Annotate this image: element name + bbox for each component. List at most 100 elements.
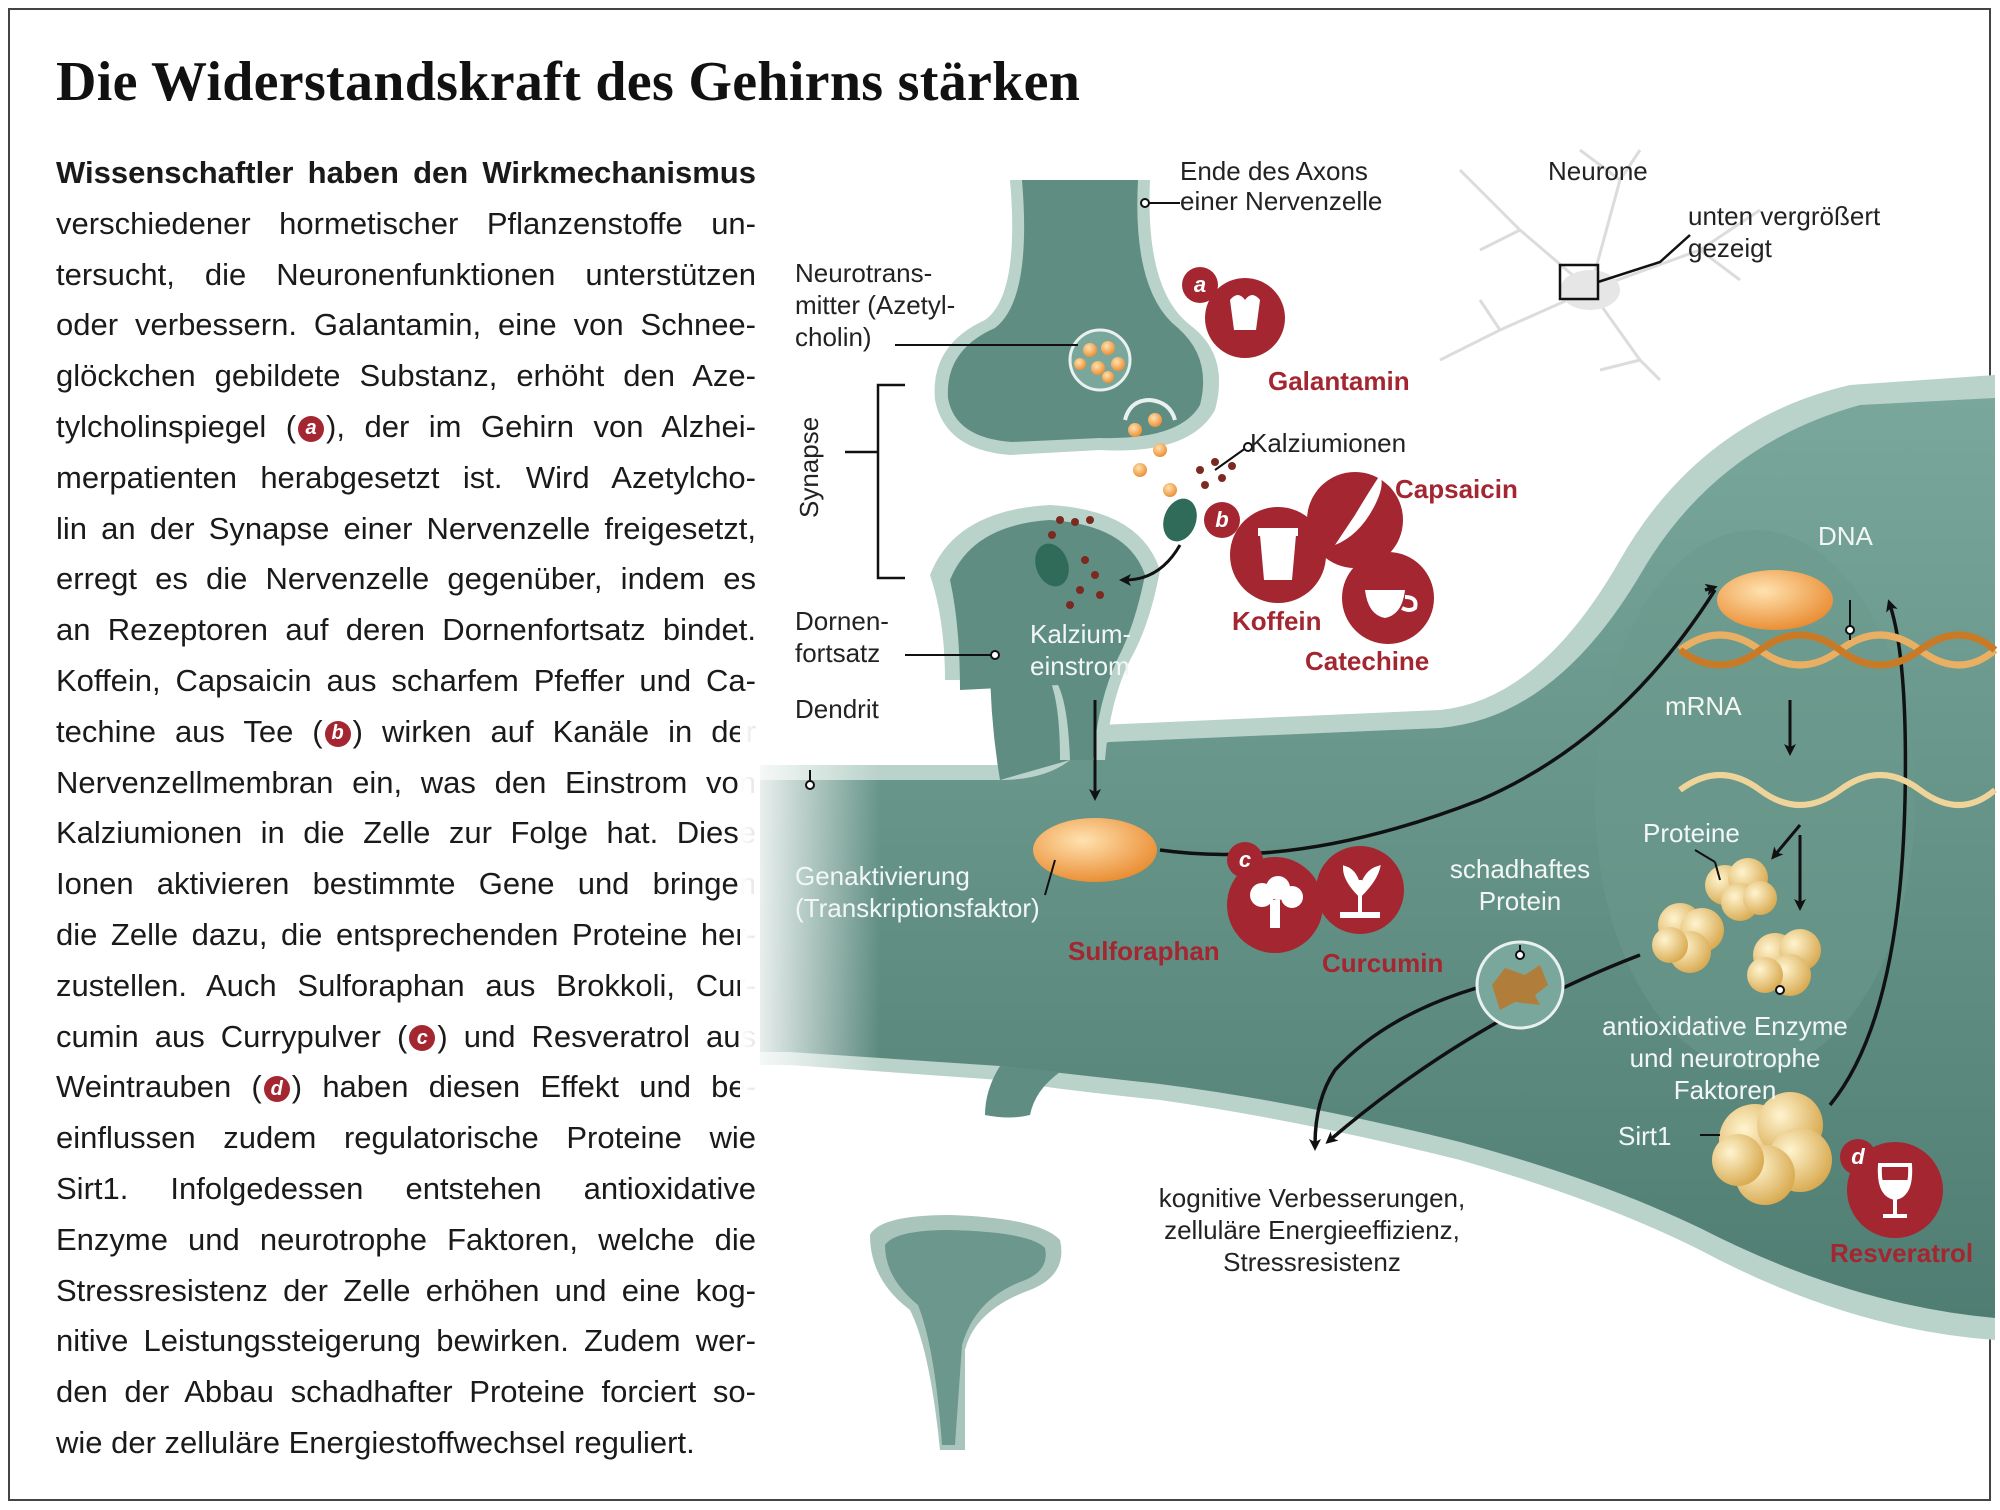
label-axon-end-2: einer Nervenzelle (1180, 186, 1382, 216)
label-enzyme-2: und neurotrophe (1630, 1043, 1821, 1073)
label-axon-end-1: Ende des Axons (1180, 156, 1368, 186)
label-outcome-1: kognitive Verbesserungen, (1159, 1183, 1465, 1213)
letter-badge-d: d (1840, 1139, 1876, 1175)
label-synapse: Synapse (794, 417, 824, 518)
label-dornenfortsatz-2: fortsatz (795, 638, 880, 668)
label-neurone: Neurone (1548, 156, 1648, 186)
body-line: Koffein, Capsaicin aus scharfem Pfeffer … (56, 662, 756, 698)
ref-badge-b: b (324, 720, 351, 747)
body-text: Wissenschaftler haben den Wirkmechanismu… (56, 148, 756, 1469)
transcription-factor-dna (1717, 570, 1833, 630)
mrna-protein-arrow (1771, 824, 1802, 860)
body-line: einflussen zudem regulatorische Proteine… (56, 1120, 756, 1156)
letter-badge-a: a (1182, 267, 1218, 303)
body-line: Sirt1. Infolgedessen entstehen antioxida… (56, 1170, 756, 1206)
transcription-factor (1033, 818, 1157, 882)
body-line: den der Abbau schadhafter Proteine forci… (56, 1374, 756, 1410)
body-line: cumin aus Currypulver (c) und Resveratro… (56, 1018, 756, 1054)
letter-badge-b: b (1204, 502, 1240, 538)
substance-resveratrol: Resveratrol (1830, 1238, 1973, 1268)
svg-text:a: a (1194, 272, 1206, 297)
calcium-ion-particles (1048, 458, 1236, 609)
vesicle (1068, 328, 1132, 392)
acetylcholin-particles (1074, 341, 1177, 497)
ref-badge-d: d (263, 1076, 290, 1103)
body-line: erregt es die Nervenzelle gegenüber, ind… (56, 561, 756, 597)
svg-text:d: d (1851, 1144, 1865, 1169)
synapse-bracket (876, 383, 905, 580)
mrna-strand (1678, 772, 1997, 808)
label-proteine: Proteine (1643, 818, 1740, 848)
body-line: Kalziumionen in die Zelle zur Folge hat.… (56, 815, 756, 851)
substance-capsaicin: Capsaicin (1395, 474, 1518, 504)
label-neurotransmitter-2: mitter (Azetyl- (795, 290, 955, 320)
label-dendrit: Dendrit (795, 694, 880, 724)
damaged-protein (1492, 965, 1548, 1010)
svg-text:c: c (1239, 847, 1251, 872)
body-line: Nervenzellmembran ein, was den Einstrom … (56, 764, 756, 800)
teacup-icon (1342, 552, 1434, 644)
channel-arrow (1119, 544, 1182, 586)
tf-arrow-head (1704, 583, 1718, 596)
substance-koffein: Koffein (1232, 606, 1322, 636)
label-schadhaftes-protein-2: Protein (1479, 886, 1561, 916)
body-line: techine aus Tee (b) wirken auf Kanäle in… (56, 713, 756, 749)
body-line: nitive Leistungssteigerung bewirken. Zud… (56, 1323, 756, 1359)
ref-badge-c: c (409, 1025, 436, 1052)
label-genaktivierung-1: Genaktivierung (795, 861, 970, 891)
page-title: Die Widerstandskraft des Gehirns stärken (56, 51, 1081, 113)
turmeric-plant-icon (1316, 846, 1404, 934)
body-line: Weintrauben (d) haben diesen Effekt und … (56, 1069, 756, 1105)
body-line: Enzyme und neurotrophe Faktoren, welche … (56, 1221, 756, 1257)
degradation-arrow (1309, 973, 1531, 1151)
label-enzyme-1: antioxidative Enzyme (1602, 1011, 1848, 1041)
ref-badge-a: a (298, 415, 325, 442)
body-line: glöckchen gebildete Substanz, erhöht den… (56, 358, 756, 394)
body-line: an Rezeptoren auf deren Dornenfortsatz b… (56, 612, 756, 648)
sirt1-arrow (1828, 599, 1908, 1107)
body-line: wie der zelluläre Energiestoffwechsel re… (56, 1424, 695, 1460)
substance-curcumin: Curcumin (1322, 948, 1443, 978)
body-line: die Zelle dazu, die entsprechenden Prote… (56, 916, 756, 952)
label-zoom-1: unten vergrößert (1688, 201, 1881, 231)
snowdrop-icon (1205, 278, 1285, 358)
label-enzyme-3: Faktoren (1674, 1075, 1777, 1105)
letter-badge-c: c (1227, 842, 1263, 878)
body-line: zustellen. Auch Sulforaphan aus Brokkoli… (56, 967, 756, 1003)
label-sirt1: Sirt1 (1618, 1121, 1671, 1151)
body-line: Wissenschaftler haben den Wirkmechanismu… (56, 148, 756, 199)
body-line: Ionen aktivieren bestimmte Gene und brin… (56, 866, 756, 902)
label-genaktivierung-2: (Transkriptionsfaktor) (795, 893, 1040, 923)
leader-dots (805, 198, 1855, 995)
body-line: verschiedener hormetischer Pflanzenstoff… (56, 205, 756, 241)
substance-catechine: Catechine (1305, 646, 1429, 676)
body-line: tersucht, die Neuronenfunktionen unterst… (56, 256, 756, 292)
label-dna: DNA (1818, 521, 1874, 551)
label-zoom-2: gezeigt (1688, 233, 1773, 263)
label-schadhaftes-protein-1: schadhaftes (1450, 854, 1590, 884)
ion-channels (1035, 498, 1197, 587)
label-mrna: mRNA (1665, 691, 1742, 721)
label-kalziumeinstrom-2: einstrom (1030, 651, 1130, 681)
svg-text:b: b (1215, 507, 1228, 532)
dna-helix (1677, 631, 1998, 669)
body-lead: Wissenschaftler haben den Wirkmechanismu… (56, 155, 756, 190)
label-kalziumeinstrom-1: Kalzium- (1030, 619, 1131, 649)
protein-clusters (1652, 858, 1832, 1205)
body-line: merpatienten herabgesetzt ist. Wird Azet… (56, 459, 756, 495)
label-neurotransmitter-3: cholin) (795, 322, 872, 352)
label-neurotransmitter-1: Neurotrans- (795, 258, 932, 288)
label-outcome-2: zelluläre Energieeffizienz, (1164, 1215, 1460, 1245)
zoom-leader (1597, 234, 1691, 284)
coffee-cup-icon (1230, 507, 1326, 603)
label-kalziumionen: Kalziumionen (1250, 428, 1406, 458)
body-line: lin an der Synapse einer Nervenzelle fre… (56, 510, 756, 546)
label-dornenfortsatz-1: Dornen- (795, 606, 889, 636)
body-line: oder verbessern. Galantamin, eine von Sc… (56, 307, 756, 343)
substance-sulforaphan: Sulforaphan (1068, 936, 1220, 966)
lower-terminal (870, 1215, 1062, 1450)
body-line: tylcholinspiegel (a), der im Gehirn von … (56, 408, 756, 444)
axon-terminal (934, 180, 1220, 455)
label-outcome-3: Stressresistenz (1223, 1247, 1401, 1277)
